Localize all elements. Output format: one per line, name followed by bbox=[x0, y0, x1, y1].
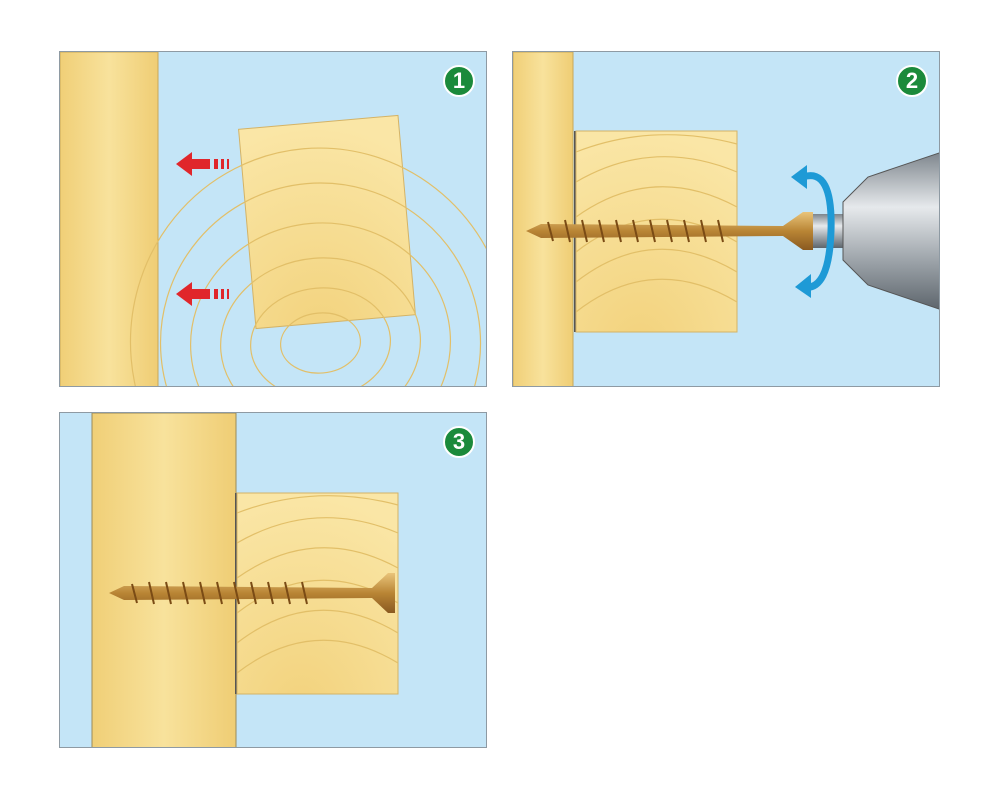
push-arrow-icon bbox=[176, 152, 229, 176]
step-2-illustration bbox=[513, 52, 939, 386]
wood-block bbox=[129, 114, 486, 386]
wood-post bbox=[60, 52, 159, 386]
wood-post bbox=[513, 52, 574, 386]
step-number-badge: 2 bbox=[896, 65, 928, 97]
rotation-arrow-icon bbox=[801, 172, 835, 291]
wood-post bbox=[91, 413, 237, 747]
screw-icon bbox=[109, 573, 395, 613]
screw-icon bbox=[526, 212, 813, 250]
step-number-badge: 1 bbox=[443, 65, 475, 97]
push-arrow-icon bbox=[176, 282, 229, 306]
step-1-panel: 1 bbox=[59, 51, 487, 387]
step-2-panel: 2 bbox=[512, 51, 940, 387]
step-1-illustration bbox=[60, 52, 486, 386]
step-3-illustration bbox=[91, 413, 399, 747]
step-3-panel: 3 bbox=[59, 412, 487, 748]
step-number-badge: 3 bbox=[443, 426, 475, 458]
